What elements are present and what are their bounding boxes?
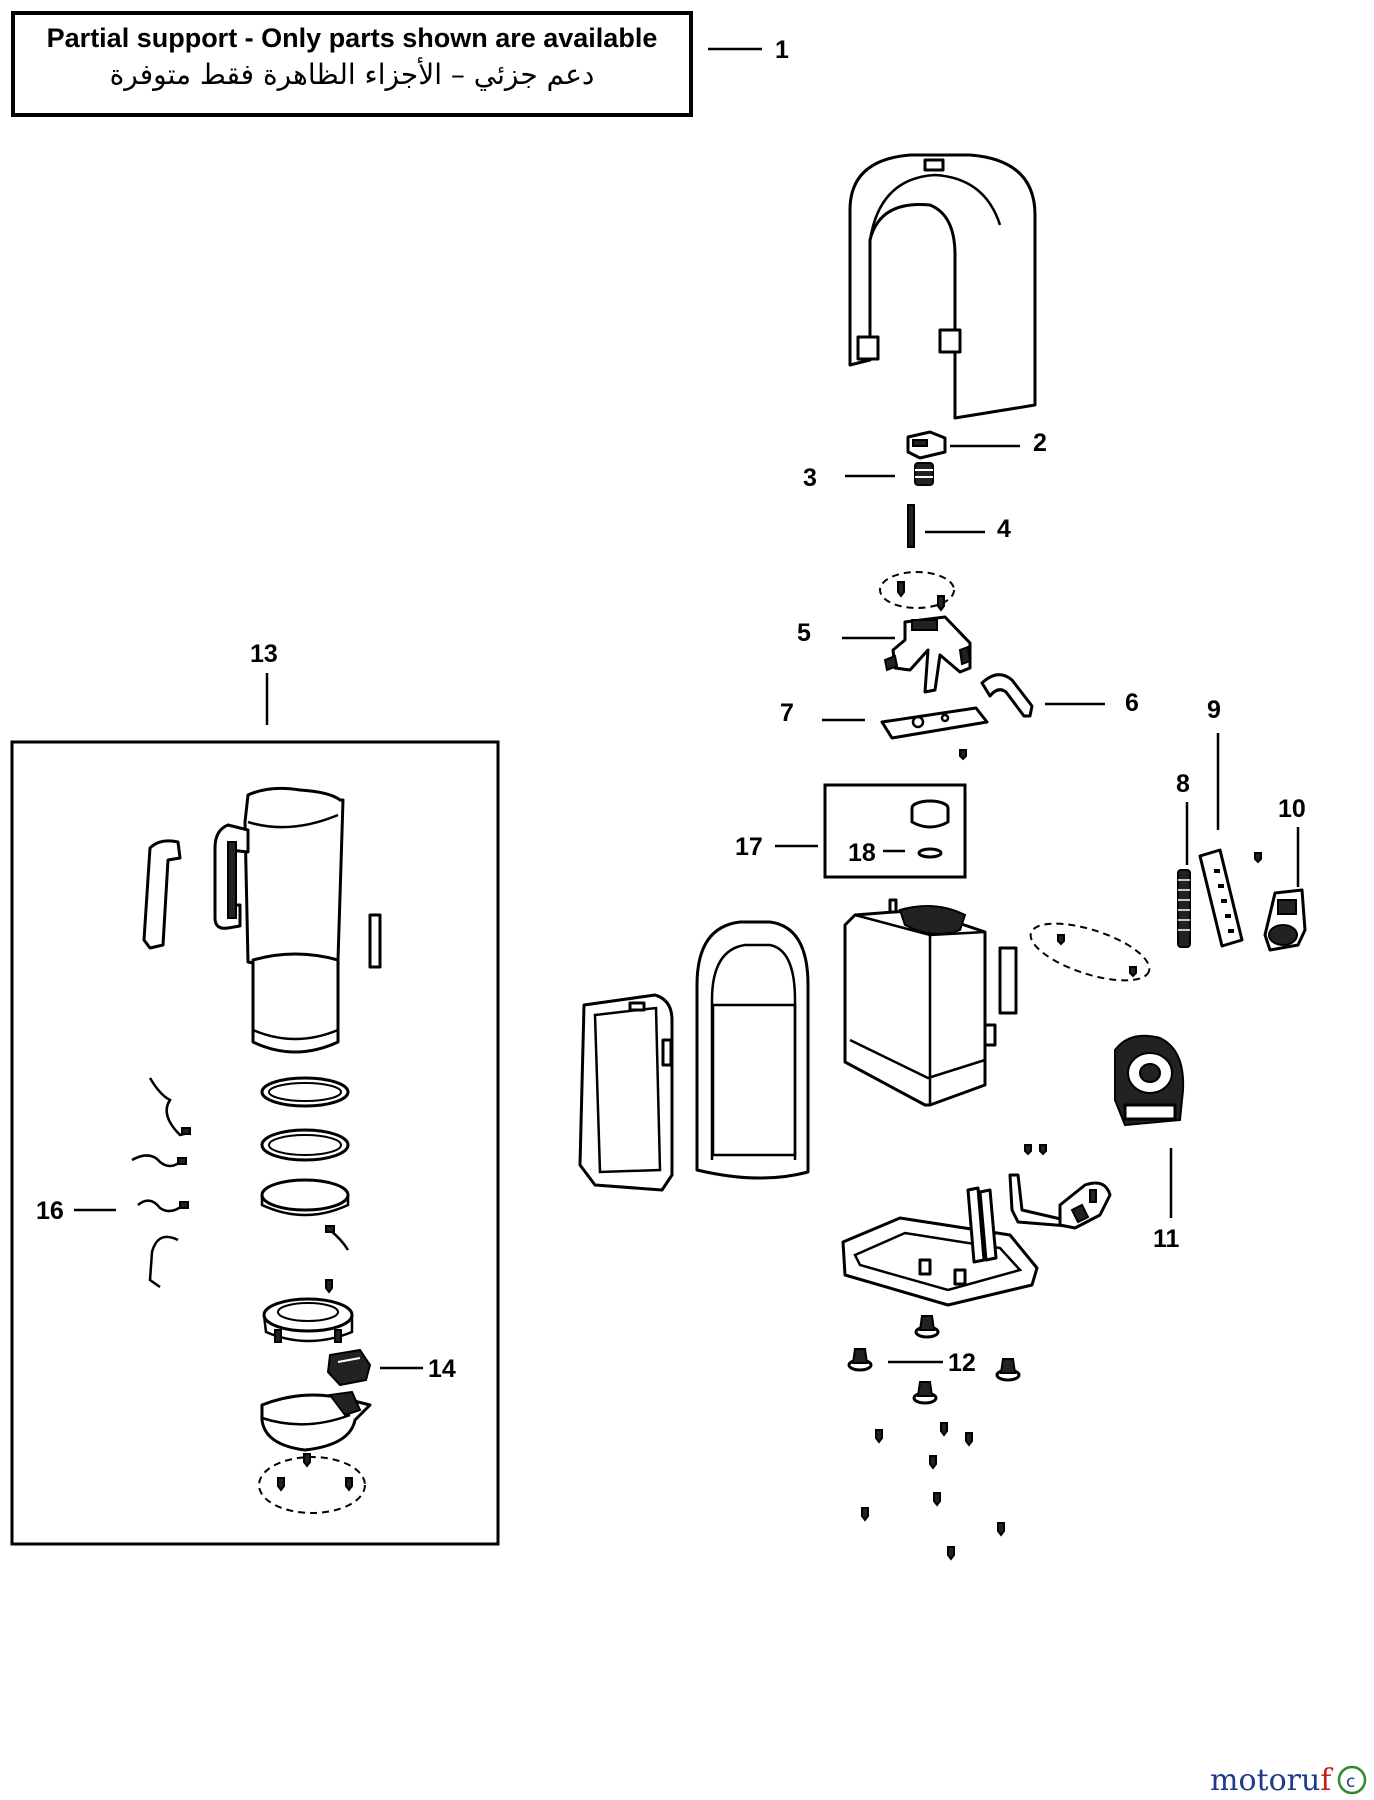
callout-labels: 1 2 3 4 5 6 7 8 9 10 11 12 13 14 16 17 1… (36, 36, 1306, 1383)
gasket-rings (260, 1076, 350, 1217)
callout-8: 8 (1176, 770, 1190, 798)
watermark-text-a: motoru (1210, 1763, 1320, 1798)
pin-part (907, 504, 915, 548)
watermark-logo: motoruf c (1210, 1763, 1367, 1798)
inner-cylinder-part (251, 952, 340, 1054)
callout-2: 2 (1033, 429, 1047, 457)
callout-12: 12 (948, 1349, 976, 1377)
power-cord-part (1008, 1144, 1112, 1230)
callout-18: 18 (848, 839, 876, 867)
notice-arabic-text: دعم جزئي – الأجزاء الظاهرة فقط متوفرة (109, 58, 595, 91)
foot (847, 1348, 873, 1372)
callout-1: 1 (775, 36, 789, 64)
plate-part (880, 706, 989, 761)
screw-group-upper (879, 571, 955, 612)
foot (914, 1315, 940, 1339)
screw-group-lower (258, 1453, 366, 1514)
arched-front-frame (695, 920, 810, 1180)
notice-english-text: Partial support - Only parts shown are a… (46, 23, 658, 53)
heater-ring-part (262, 1279, 354, 1343)
foot (912, 1381, 938, 1405)
callout-3: 3 (803, 464, 817, 492)
callout-10: 10 (1278, 795, 1306, 823)
subassembly-13-frame (10, 740, 500, 1546)
callout-13: 13 (250, 640, 278, 668)
callout-9: 9 (1207, 696, 1221, 724)
latch-part (906, 430, 947, 460)
callout-7: 7 (780, 699, 794, 727)
partial-support-notice: Partial support - Only parts shown are a… (11, 11, 693, 117)
callout-4: 4 (997, 515, 1011, 543)
connector-part (326, 1348, 372, 1387)
rectangular-door (578, 993, 674, 1192)
wire-harness-part (131, 1077, 350, 1289)
callout-14: 14 (428, 1355, 456, 1383)
leader-lines (74, 47, 1300, 1370)
base-cup-part (260, 1390, 372, 1452)
watermark-symbol: c (1346, 1772, 1355, 1792)
bracket-part (883, 615, 972, 694)
main-housing-part (843, 898, 1018, 1107)
feet-group (847, 1315, 1021, 1405)
callout-5: 5 (797, 619, 811, 647)
clip-part (980, 673, 1034, 718)
spring-part (914, 462, 934, 486)
screw-group-right (1029, 922, 1151, 982)
foot (995, 1358, 1021, 1382)
svg-text:motoruf: motoruf (1210, 1763, 1333, 1798)
switch-part (1254, 852, 1307, 952)
callout-17: 17 (735, 833, 763, 861)
top-cover-part (848, 153, 1037, 420)
base-tray-part (841, 1186, 1039, 1307)
impeller-housing-part (1114, 1034, 1185, 1127)
loose-screws (861, 1422, 1005, 1561)
callout-11: 11 (1153, 1225, 1180, 1253)
seal-kit-box (823, 783, 967, 879)
jug-part (142, 786, 382, 969)
label-strip-part (1198, 848, 1244, 948)
watermark-text-b: f (1320, 1763, 1333, 1798)
callout-6: 6 (1125, 689, 1139, 717)
coil-part (1177, 869, 1191, 948)
callout-16: 16 (36, 1197, 64, 1225)
